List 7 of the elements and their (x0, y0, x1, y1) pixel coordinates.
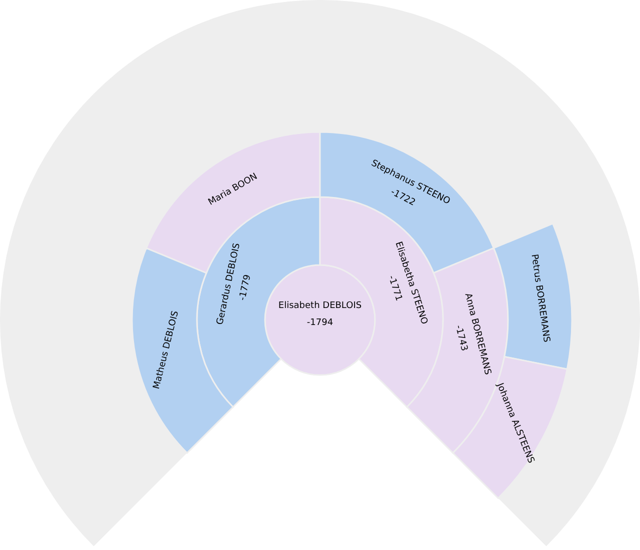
person-name: Elisabeth DEBLOIS (278, 302, 362, 312)
death-year: -1794 (306, 318, 334, 328)
person-segment (492, 222, 573, 370)
death-year: -1779 (238, 274, 254, 302)
person-circle (264, 264, 376, 376)
death-year: -1743 (452, 324, 468, 352)
person-name: Petrus BORREMANS (528, 254, 550, 344)
